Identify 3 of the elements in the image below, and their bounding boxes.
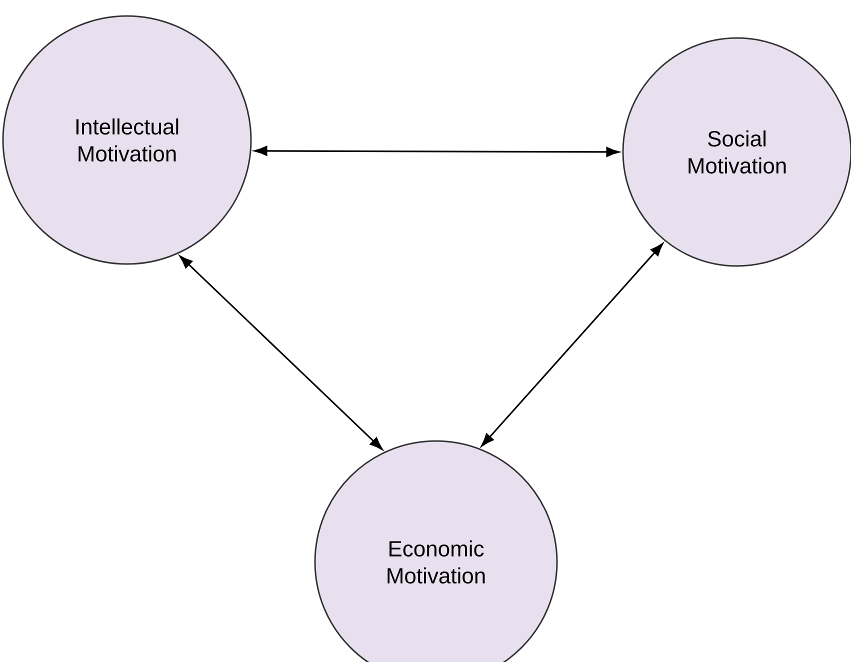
arrow xyxy=(254,146,620,157)
arrow xyxy=(481,243,664,446)
arrow xyxy=(180,256,383,450)
